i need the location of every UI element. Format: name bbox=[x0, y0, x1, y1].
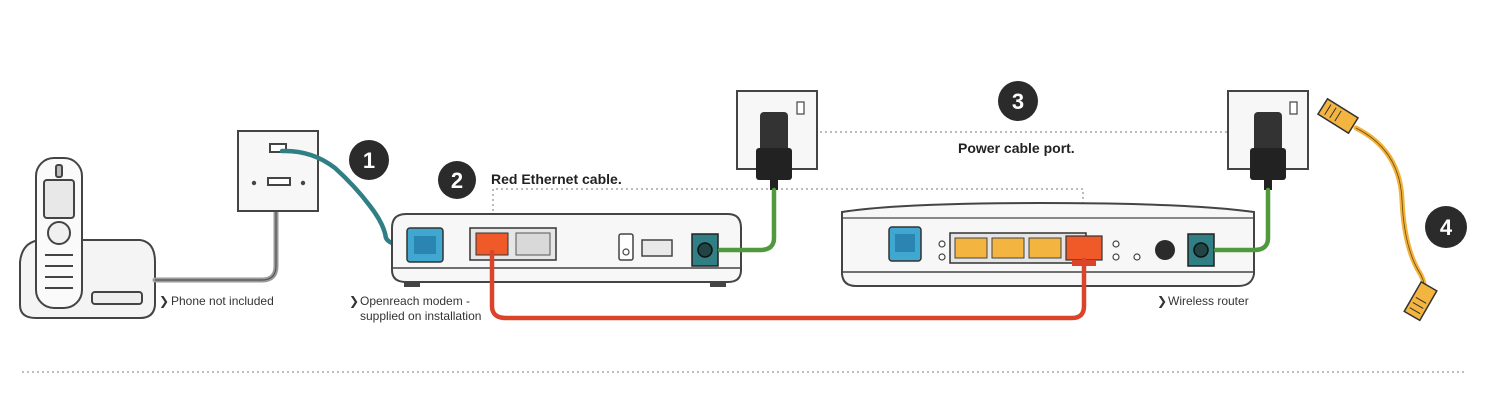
modem-power-plug-icon bbox=[736, 90, 818, 190]
teal-phone-line-cable bbox=[279, 148, 413, 248]
red-ethernet-cable-heading: Red Ethernet cable. bbox=[491, 171, 622, 187]
phone-icon bbox=[19, 157, 156, 319]
svg-text:Openreach modem -: Openreach modem - bbox=[360, 294, 470, 308]
router-green-power-cable bbox=[1213, 187, 1271, 253]
svg-text:Wireless router: Wireless router bbox=[1168, 294, 1249, 308]
router-caption: ❯ Wireless router bbox=[1157, 294, 1249, 308]
step-4-badge: 4 bbox=[1425, 206, 1467, 248]
step-1-badge: 1 bbox=[349, 140, 389, 180]
phone-caption: ❯ Phone not included bbox=[159, 294, 274, 308]
svg-text:Phone not included: Phone not included bbox=[171, 294, 274, 308]
chevron-right-icon: ❯ bbox=[349, 294, 359, 308]
step-2-badge: 2 bbox=[438, 161, 476, 199]
red-cable-guide-line bbox=[492, 188, 1084, 232]
svg-text:3: 3 bbox=[1012, 89, 1024, 114]
chevron-right-icon: ❯ bbox=[1157, 294, 1167, 308]
svg-text:2: 2 bbox=[451, 168, 463, 193]
ethernet-cable-icon bbox=[1316, 97, 1438, 322]
power-cable-port-heading: Power cable port. bbox=[958, 140, 1075, 156]
svg-text:4: 4 bbox=[1440, 215, 1453, 240]
modem-green-power-cable bbox=[717, 187, 777, 253]
step-3-badge: 3 bbox=[998, 81, 1038, 121]
chevron-right-icon: ❯ bbox=[159, 294, 169, 308]
router-power-plug-icon bbox=[1227, 90, 1309, 190]
modem-icon bbox=[391, 213, 742, 287]
svg-text:1: 1 bbox=[363, 148, 375, 173]
router-icon bbox=[841, 201, 1255, 287]
svg-text:supplied on installation: supplied on installation bbox=[360, 309, 481, 323]
modem-caption: ❯ Openreach modem - supplied on installa… bbox=[349, 294, 481, 323]
red-ethernet-cable bbox=[489, 249, 1087, 321]
wall-socket-icon bbox=[237, 130, 319, 212]
